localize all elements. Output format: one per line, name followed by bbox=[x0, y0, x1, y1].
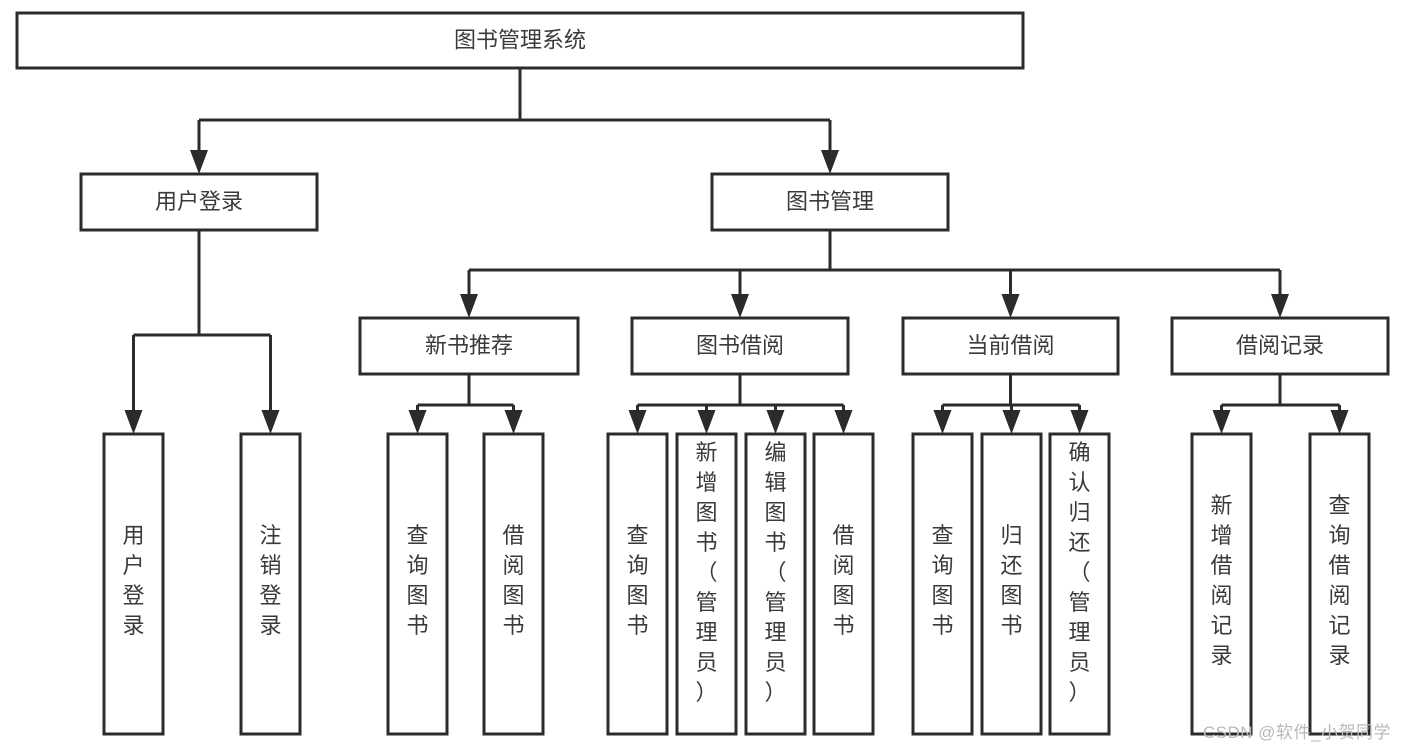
node-label: 借阅图书 bbox=[832, 523, 854, 638]
node-book-borrow[interactable]: 图书借阅 bbox=[630, 316, 850, 376]
node-leaf-query-book-3[interactable]: 查询图书 bbox=[911, 432, 974, 736]
node-box bbox=[102, 432, 165, 736]
node-label: 借阅图书 bbox=[502, 523, 524, 638]
arrow-head-icon bbox=[124, 410, 143, 434]
node-box bbox=[744, 432, 807, 736]
node-box bbox=[79, 172, 319, 232]
node-box bbox=[358, 316, 580, 376]
node-box bbox=[812, 432, 875, 736]
edge-group-book-borrow bbox=[628, 374, 853, 434]
node-label: 注销登录 bbox=[259, 523, 281, 638]
node-label: 当前借阅 bbox=[966, 333, 1054, 358]
node-label: 用户登录 bbox=[155, 189, 243, 214]
arrow-head-icon bbox=[408, 410, 427, 434]
arrow-head-icon bbox=[1212, 410, 1231, 434]
arrow-head-icon bbox=[460, 294, 478, 318]
node-leaf-confirm-return-admin[interactable]: 确认归还（管理员） bbox=[1048, 432, 1111, 736]
node-user-login[interactable]: 用户登录 bbox=[79, 172, 319, 232]
node-label: 用户登录 bbox=[122, 523, 144, 638]
arrow-head-icon bbox=[190, 150, 208, 174]
node-label: 查询图书 bbox=[626, 523, 648, 638]
node-label: 编辑图书（管理员） bbox=[764, 440, 786, 705]
node-leaf-borrow-book-1[interactable]: 借阅图书 bbox=[482, 432, 545, 736]
arrow-head-icon bbox=[1002, 410, 1021, 434]
edges-layer bbox=[124, 68, 1349, 434]
node-label: 查询图书 bbox=[931, 523, 953, 638]
node-box bbox=[15, 11, 1025, 70]
watermark: CSDN @软件_小贺同学 bbox=[1202, 723, 1391, 742]
edge-group-user-login bbox=[124, 230, 280, 434]
node-box bbox=[901, 316, 1120, 376]
nodes-layer: 图书管理系统用户登录图书管理新书推荐图书借阅当前借阅借阅记录用户登录注销登录查询… bbox=[15, 11, 1390, 736]
edge-group-borrow-record bbox=[1212, 374, 1349, 434]
node-label: 新增图书（管理员） bbox=[695, 440, 717, 705]
arrow-head-icon bbox=[261, 410, 280, 434]
node-box bbox=[386, 432, 449, 736]
node-box bbox=[710, 172, 950, 232]
node-box bbox=[1048, 432, 1111, 736]
node-book-manage[interactable]: 图书管理 bbox=[710, 172, 950, 232]
node-box bbox=[1170, 316, 1390, 376]
node-box bbox=[911, 432, 974, 736]
node-label: 新书推荐 bbox=[425, 333, 513, 358]
node-leaf-edit-book-admin[interactable]: 编辑图书（管理员） bbox=[744, 432, 807, 736]
node-box bbox=[980, 432, 1043, 736]
arrow-head-icon bbox=[766, 410, 785, 434]
node-box bbox=[630, 316, 850, 376]
node-borrow-record[interactable]: 借阅记录 bbox=[1170, 316, 1390, 376]
arrow-head-icon bbox=[1001, 294, 1020, 318]
node-label: 图书借阅 bbox=[696, 333, 784, 358]
node-box bbox=[482, 432, 545, 736]
arrow-head-icon bbox=[834, 410, 853, 434]
node-leaf-query-borrow-record[interactable]: 查询借阅记录 bbox=[1308, 432, 1371, 736]
node-label: 查询借阅记录 bbox=[1328, 493, 1350, 668]
node-leaf-borrow-book-2[interactable]: 借阅图书 bbox=[812, 432, 875, 736]
node-root[interactable]: 图书管理系统 bbox=[15, 11, 1025, 70]
node-label: 新增借阅记录 bbox=[1210, 493, 1232, 668]
edge-group-new-book-recommend bbox=[408, 374, 523, 434]
node-box bbox=[1190, 432, 1253, 736]
node-leaf-add-borrow-record[interactable]: 新增借阅记录 bbox=[1190, 432, 1253, 736]
edge-group-root bbox=[190, 68, 839, 174]
node-leaf-query-book-2[interactable]: 查询图书 bbox=[606, 432, 669, 736]
node-box bbox=[1308, 432, 1371, 736]
node-label: 确认归还（管理员） bbox=[1068, 440, 1090, 705]
edge-group-current-borrow bbox=[933, 374, 1089, 434]
arrow-head-icon bbox=[933, 410, 952, 434]
arrow-head-icon bbox=[1330, 410, 1349, 434]
node-current-borrow[interactable]: 当前借阅 bbox=[901, 316, 1120, 376]
node-leaf-return-book[interactable]: 归还图书 bbox=[980, 432, 1043, 736]
node-label: 查询图书 bbox=[406, 523, 428, 638]
arrow-head-icon bbox=[1070, 410, 1089, 434]
arrow-head-icon bbox=[1271, 294, 1289, 318]
node-label: 借阅记录 bbox=[1236, 333, 1324, 358]
node-box bbox=[675, 432, 738, 736]
arrow-head-icon bbox=[504, 410, 523, 434]
node-leaf-add-book-admin[interactable]: 新增图书（管理员） bbox=[675, 432, 738, 736]
node-box bbox=[239, 432, 302, 736]
node-label: 图书管理 bbox=[786, 189, 874, 214]
arrow-head-icon bbox=[821, 150, 839, 174]
arrow-head-icon bbox=[628, 410, 647, 434]
node-label: 图书管理系统 bbox=[454, 27, 586, 52]
node-leaf-logout[interactable]: 注销登录 bbox=[239, 432, 302, 736]
node-leaf-user-login[interactable]: 用户登录 bbox=[102, 432, 165, 736]
node-new-book-recommend[interactable]: 新书推荐 bbox=[358, 316, 580, 376]
node-leaf-query-book-1[interactable]: 查询图书 bbox=[386, 432, 449, 736]
edge-group-book-manage bbox=[460, 230, 1289, 318]
node-label: 归还图书 bbox=[1000, 523, 1022, 638]
node-box bbox=[606, 432, 669, 736]
arrow-head-icon bbox=[731, 294, 749, 318]
arrow-head-icon bbox=[697, 410, 716, 434]
